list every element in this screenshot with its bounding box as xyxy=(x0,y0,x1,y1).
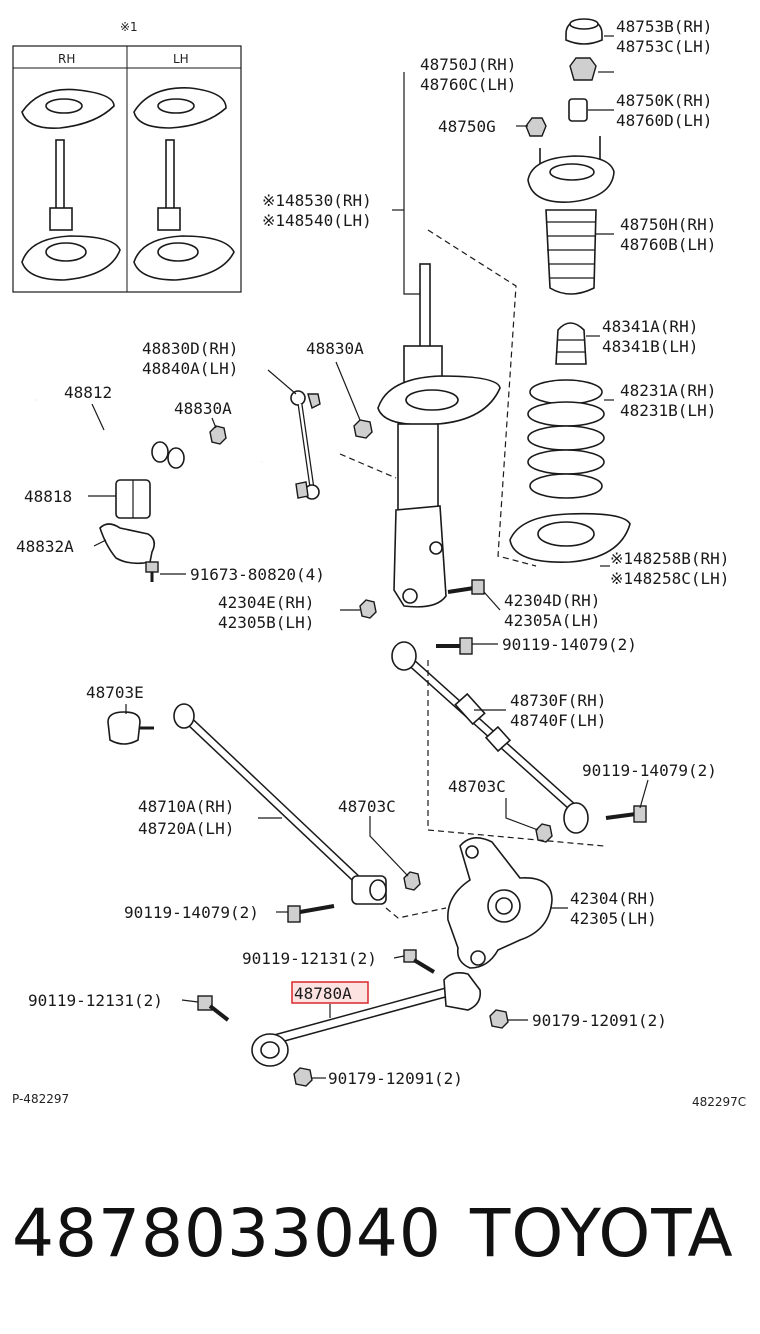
label-90119-a: 90119-14079(2) xyxy=(502,635,637,654)
label-90119-c: 90119-14079(2) xyxy=(124,903,259,922)
shock-absorber-part xyxy=(377,263,501,608)
inset-lh-header: LH xyxy=(173,52,189,66)
arm-48730f-bolt-b-part xyxy=(605,805,647,823)
arm-48710a-bushing-part xyxy=(107,711,154,745)
label-42304e-rh: 42304E(RH) xyxy=(218,593,314,612)
label-48750k-rh: 48750K(RH) xyxy=(616,91,712,110)
spacer-part xyxy=(568,98,588,122)
label-48753-lh: 48753C(LH) xyxy=(616,37,712,56)
inset-note: ※1 xyxy=(120,20,138,34)
label-48703c-mid: 48703C xyxy=(338,797,396,816)
label-91673: 91673-80820(4) xyxy=(190,565,325,584)
label-48341-rh: 48341A(RH) xyxy=(602,317,698,336)
highlight-box xyxy=(291,981,369,1004)
arm-48780a-bolt-upper-part xyxy=(403,949,436,974)
inset-panel: ※1 RH LH xyxy=(12,20,242,293)
label-42304e-lh: 42305B(LH) xyxy=(218,613,314,632)
coil-spring-part xyxy=(527,379,605,499)
stabilizer-link-part xyxy=(290,390,321,500)
label-90179-b: 90179-12091(2) xyxy=(328,1069,463,1088)
label-48703c-right: 48703C xyxy=(448,777,506,796)
strut-bolt-part xyxy=(447,579,485,595)
label-48258-lh: ※148258C(LH) xyxy=(610,569,729,588)
label-48830d-rh: 48830D(RH) xyxy=(142,339,238,358)
label-48812: 48812 xyxy=(64,383,112,402)
label-48830a-mid: 48830A xyxy=(174,399,232,418)
label-48258-rh: ※148258B(RH) xyxy=(610,549,729,568)
upper-support-part xyxy=(527,136,615,203)
bracket-part xyxy=(99,523,156,565)
label-48710a-rh: 48710A(RH) xyxy=(138,797,234,816)
arm-48730f-part xyxy=(391,641,589,834)
bracket-bolt-part xyxy=(145,561,159,582)
label-48710a-lh: 48720A(LH) xyxy=(138,819,234,838)
arm-48710a-bolt-part xyxy=(287,904,335,923)
label-48341-lh: 48341B(LH) xyxy=(602,337,698,356)
inset-strut-rh xyxy=(21,88,121,281)
label-48231-rh: 48231A(RH) xyxy=(620,381,716,400)
label-48730f-rh: 48730F(RH) xyxy=(510,691,606,710)
bump-boot-part xyxy=(545,209,597,295)
label-48750j-rh: 48750J(RH) xyxy=(420,55,516,74)
label-48703e: 48703E xyxy=(86,683,144,702)
label-42304d-rh: 42304D(RH) xyxy=(504,591,600,610)
label-90119-b: 90119-14079(2) xyxy=(582,761,717,780)
arm-48730f-nut-part xyxy=(535,823,553,843)
label-90179-a: 90179-12091(2) xyxy=(532,1011,667,1030)
leader-lines xyxy=(88,35,649,1079)
label-48231-lh: 48231B(LH) xyxy=(620,401,716,420)
label-48750k-lh: 48760D(LH) xyxy=(616,111,712,130)
arm-48780a-nut-right-part xyxy=(489,1009,509,1029)
assembly-dashes xyxy=(339,229,605,919)
arm-48710a-part xyxy=(173,703,387,905)
arm-48730f-bolt-a-part xyxy=(436,637,473,655)
lower-seat-part xyxy=(509,512,631,563)
label-48830d-lh: 48840A(LH) xyxy=(142,359,238,378)
stabilizer-bar-part xyxy=(34,395,266,527)
caption: 4878033040 TOYOTA xyxy=(12,1195,734,1272)
arm-48780a-nut-bottom-part xyxy=(293,1067,313,1087)
bearing-cap-part xyxy=(565,18,603,45)
label-48830a-top: 48830A xyxy=(306,339,364,358)
caption-part-number: 4878033040 xyxy=(12,1195,442,1272)
label-42304-lh: 42305(LH) xyxy=(570,909,657,928)
carrier-part xyxy=(447,837,553,969)
label-48753-rh: 48753B(RH) xyxy=(616,17,712,36)
inset-rh-header: RH xyxy=(58,52,75,66)
label-42304d-lh: 42305A(LH) xyxy=(504,611,600,630)
label-90119-d: 90119-12131(2) xyxy=(242,949,377,968)
label-90119-e: 90119-12131(2) xyxy=(28,991,163,1010)
arm-48780a-part xyxy=(251,972,482,1067)
label-48530-lh: ※148540(LH) xyxy=(262,211,372,230)
label-48750h-rh: 48750H(RH) xyxy=(620,215,716,234)
footer-right-code: 482297C xyxy=(692,1095,746,1109)
inset-strut-lh xyxy=(133,87,235,281)
label-42304-rh: 42304(RH) xyxy=(570,889,657,908)
label-48730f-lh: 48740F(LH) xyxy=(510,711,606,730)
top-nut-part xyxy=(569,57,597,81)
arm-48780a-bolt-left-part xyxy=(197,995,230,1022)
arm-48710a-nut-part xyxy=(403,871,421,891)
link-nut-a-part xyxy=(353,419,373,439)
label-48750g: 48750G xyxy=(438,117,496,136)
strut-nut-part xyxy=(359,599,377,619)
label-48832a: 48832A xyxy=(16,537,74,556)
label-48780a-highlighted: 48780A xyxy=(294,984,352,1003)
label-48818: 48818 xyxy=(24,487,72,506)
lock-nut-part xyxy=(525,117,547,137)
link-nut-b-part xyxy=(209,425,227,445)
bumper-stopper-part xyxy=(555,322,587,365)
label-48750h-lh: 48760B(LH) xyxy=(620,235,716,254)
caption-brand: TOYOTA xyxy=(469,1195,734,1272)
footer-left-code: P-482297 xyxy=(12,1092,69,1106)
part-labels: 48753B(RH) 48753C(LH) 48750J(RH) 48760C(… xyxy=(12,17,746,1109)
label-48530-rh: ※148530(RH) xyxy=(262,191,372,210)
bushing-part xyxy=(115,479,151,519)
label-48750j-lh: 48760C(LH) xyxy=(420,75,516,94)
